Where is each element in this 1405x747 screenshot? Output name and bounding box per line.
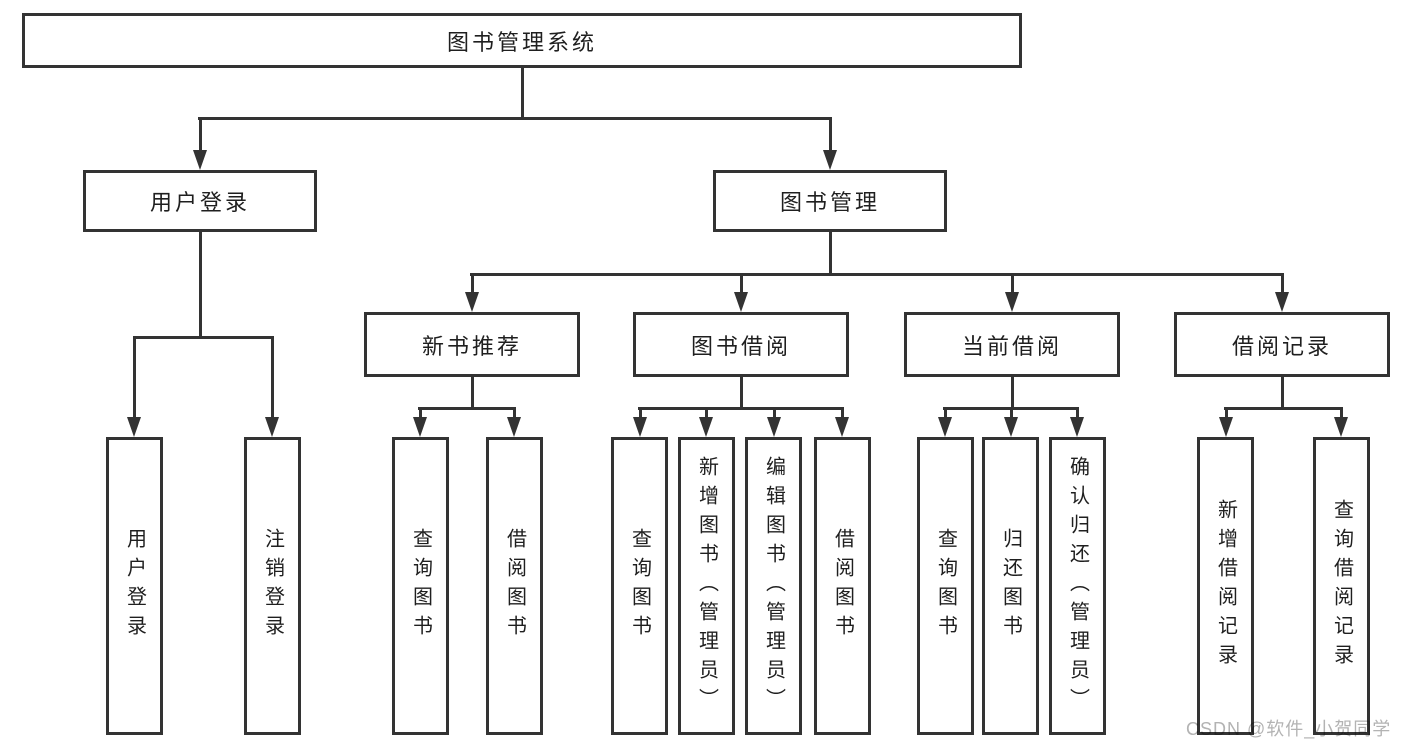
arrow-stem [638, 407, 642, 421]
connector-vline [470, 375, 474, 410]
leaf-user-login-label: 用户登录 [123, 528, 146, 644]
connector-vline [828, 232, 832, 276]
arrow-stem [704, 407, 708, 421]
node-new-book-recommend: 新书推荐 [364, 312, 580, 377]
node-user-login: 用户登录 [83, 170, 317, 232]
node-book-borrow-label: 图书借阅 [690, 333, 791, 359]
csdn-watermark: CSDN @软件_小贺同学 [1186, 719, 1392, 739]
arrow-stem [1280, 273, 1284, 296]
arrowhead-down-icon [413, 417, 427, 437]
arrowhead-down-icon [265, 417, 279, 437]
arrow-stem [739, 273, 743, 296]
arrowhead-down-icon [1004, 417, 1018, 437]
leaf-return-book-label: 归还图书 [999, 528, 1022, 644]
leaf-confirm-return-admin: 确认归还（管理员） [1049, 437, 1106, 735]
leaf-query-borrow-record-label: 查询借阅记录 [1330, 499, 1353, 673]
leaf-recommend-query-books: 查询图书 [392, 437, 449, 735]
connector-hline [638, 407, 844, 410]
arrowhead-down-icon [823, 150, 837, 170]
arrowhead-down-icon [767, 417, 781, 437]
leaf-recommend-borrow-books: 借阅图书 [486, 437, 543, 735]
connector-hline [133, 336, 274, 339]
connector-vline [1010, 375, 1014, 410]
leaf-user-login: 用户登录 [106, 437, 163, 735]
arrowhead-down-icon [938, 417, 952, 437]
leaf-return-book: 归还图书 [982, 437, 1039, 735]
leaf-logout: 注销登录 [244, 437, 301, 735]
leaf-current-query-books-label: 查询图书 [934, 528, 957, 644]
leaf-logout-label: 注销登录 [261, 528, 284, 644]
leaf-add-borrow-record-label: 新增借阅记录 [1214, 499, 1237, 673]
connector-vline [739, 375, 743, 410]
leaf-borrow-borrow-books-label: 借阅图书 [831, 528, 854, 644]
leaf-query-borrow-record: 查询借阅记录 [1313, 437, 1370, 735]
node-borrow-records: 借阅记录 [1174, 312, 1390, 377]
arrow-stem [512, 407, 516, 421]
node-current-borrow: 当前借阅 [904, 312, 1120, 377]
leaf-borrow-query-books: 查询图书 [611, 437, 668, 735]
arrowhead-down-icon [734, 292, 748, 312]
node-library-system: 图书管理系统 [22, 13, 1022, 68]
arrowhead-down-icon [835, 417, 849, 437]
node-book-borrow: 图书借阅 [633, 312, 849, 377]
node-library-system-label: 图书管理系统 [446, 29, 597, 55]
leaf-edit-book-admin: 编辑图书（管理员） [745, 437, 802, 735]
connector-hline [418, 407, 516, 410]
leaf-add-book-admin-label: 新增图书（管理员） [695, 455, 718, 717]
leaf-add-book-admin: 新增图书（管理员） [678, 437, 735, 735]
arrowhead-down-icon [465, 292, 479, 312]
arrow-stem [1009, 407, 1013, 421]
leaf-edit-book-admin-label: 编辑图书（管理员） [762, 455, 785, 717]
leaf-confirm-return-admin-label: 确认归还（管理员） [1066, 455, 1089, 717]
connector-vline [520, 67, 524, 120]
arrow-stem [943, 407, 947, 421]
node-new-book-recommend-label: 新书推荐 [421, 333, 522, 359]
arrow-stem [198, 117, 202, 154]
connector-vline [198, 232, 202, 339]
arrow-stem [1075, 407, 1079, 421]
arrow-stem [470, 273, 474, 296]
arrow-stem [1224, 407, 1228, 421]
arrow-stem [132, 336, 136, 421]
arrowhead-down-icon [1334, 417, 1348, 437]
leaf-borrow-borrow-books: 借阅图书 [814, 437, 871, 735]
arrow-stem [418, 407, 422, 421]
arrow-stem [828, 117, 832, 154]
arrowhead-down-icon [699, 417, 713, 437]
arrowhead-down-icon [1070, 417, 1084, 437]
node-user-login-label: 用户登录 [149, 190, 250, 215]
leaf-add-borrow-record: 新增借阅记录 [1197, 437, 1254, 735]
node-book-management: 图书管理 [713, 170, 947, 232]
node-current-borrow-label: 当前借阅 [961, 333, 1062, 359]
connector-hline [470, 273, 1284, 276]
arrow-stem [1339, 407, 1343, 421]
arrow-stem [840, 407, 844, 421]
connector-vline [1280, 375, 1284, 410]
arrowhead-down-icon [633, 417, 647, 437]
leaf-recommend-query-books-label: 查询图书 [409, 528, 432, 644]
arrowhead-down-icon [507, 417, 521, 437]
arrowhead-down-icon [1005, 292, 1019, 312]
arrow-stem [772, 407, 776, 421]
connector-hline [1224, 407, 1343, 410]
connector-hline [198, 117, 832, 120]
leaf-current-query-books: 查询图书 [917, 437, 974, 735]
arrow-stem [1010, 273, 1014, 296]
leaf-borrow-query-books-label: 查询图书 [628, 528, 651, 644]
arrowhead-down-icon [1219, 417, 1233, 437]
arrow-stem [270, 336, 274, 421]
node-borrow-records-label: 借阅记录 [1231, 333, 1332, 359]
arrowhead-down-icon [1275, 292, 1289, 312]
leaf-recommend-borrow-books-label: 借阅图书 [503, 528, 526, 644]
arrowhead-down-icon [127, 417, 141, 437]
node-book-management-label: 图书管理 [779, 190, 880, 215]
arrowhead-down-icon [193, 150, 207, 170]
